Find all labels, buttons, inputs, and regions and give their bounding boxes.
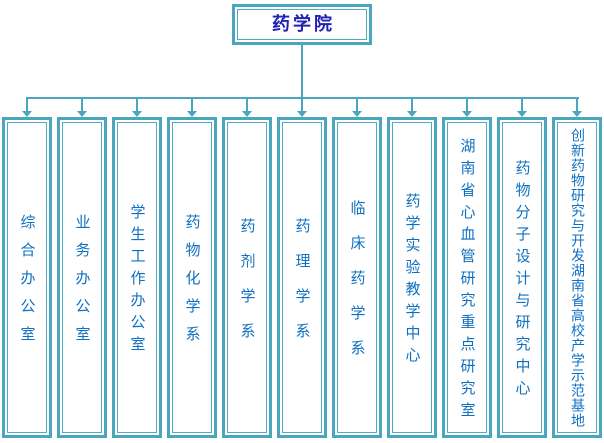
dept-box-inner-frame: 综合办公室 — [7, 122, 47, 433]
dept-label: 药物分子设计与研究中心 — [513, 160, 532, 402]
connector-drop — [576, 99, 578, 112]
connector-drop — [136, 99, 138, 112]
dept-box-inner-frame: 湖南省心血管研究重点研究室 — [447, 122, 487, 433]
dept-box-inner-frame: 药理学系 — [282, 122, 322, 433]
connector-drop — [521, 99, 523, 112]
root-box-inner-frame: 药学院 — [237, 9, 367, 40]
dept-box: 药物化学系 — [167, 117, 217, 438]
dept-box: 药剂学系 — [222, 117, 272, 438]
dept-box-inner-frame: 创新药物研究与开发湖南省高校产学示范基地 — [557, 122, 597, 433]
dept-box-inner-frame: 药物分子设计与研究中心 — [502, 122, 542, 433]
dept-box-inner-frame: 业务办公室 — [62, 122, 102, 433]
dept-box: 综合办公室 — [2, 117, 52, 438]
connector-drop — [411, 99, 413, 112]
dept-box: 临床药学系 — [332, 117, 382, 438]
dept-box: 创新药物研究与开发湖南省高校产学示范基地 — [552, 117, 602, 438]
dept-label: 湖南省心血管研究重点研究室 — [458, 138, 477, 424]
arrow-down-icon — [132, 111, 142, 117]
arrow-down-icon — [297, 111, 307, 117]
connector-drop — [356, 99, 358, 112]
connector-drop — [191, 99, 193, 112]
dept-label: 创新药物研究与开发湖南省高校产学示范基地 — [569, 128, 585, 428]
arrow-down-icon — [407, 111, 417, 117]
dept-label: 药物化学系 — [183, 214, 202, 354]
dept-box: 学生工作办公室 — [112, 117, 162, 438]
dept-box: 药物分子设计与研究中心 — [497, 117, 547, 438]
connector-hline — [26, 97, 579, 99]
arrow-down-icon — [242, 111, 252, 117]
arrow-down-icon — [572, 111, 582, 117]
arrow-down-icon — [187, 111, 197, 117]
dept-box: 药学实验教学中心 — [387, 117, 437, 438]
dept-label: 学生工作办公室 — [128, 204, 147, 358]
arrow-down-icon — [517, 111, 527, 117]
dept-label: 药剂学系 — [238, 217, 257, 358]
dept-box: 湖南省心血管研究重点研究室 — [442, 117, 492, 438]
dept-box-inner-frame: 学生工作办公室 — [117, 122, 157, 433]
arrow-down-icon — [462, 111, 472, 117]
arrow-down-icon — [352, 111, 362, 117]
connector-trunk — [301, 44, 303, 98]
dept-box: 药理学系 — [277, 117, 327, 438]
connector-drop — [26, 99, 28, 112]
root-box: 药学院 — [232, 4, 372, 45]
dept-box-inner-frame: 药物化学系 — [172, 122, 212, 433]
connector-drop — [301, 99, 303, 112]
arrow-down-icon — [22, 111, 32, 117]
dept-label: 业务办公室 — [73, 214, 92, 354]
connector-drop — [81, 99, 83, 112]
dept-label: 临床药学系 — [348, 200, 367, 375]
dept-label: 药理学系 — [293, 217, 312, 358]
dept-box-inner-frame: 药学实验教学中心 — [392, 122, 432, 433]
dept-label: 综合办公室 — [18, 214, 37, 354]
dept-box: 业务办公室 — [57, 117, 107, 438]
page-title: 药学院 — [272, 13, 335, 35]
dept-box-inner-frame: 药剂学系 — [227, 122, 267, 433]
connector-drop — [466, 99, 468, 112]
dept-box-inner-frame: 临床药学系 — [337, 122, 377, 433]
arrow-down-icon — [77, 111, 87, 117]
connector-drop — [246, 99, 248, 112]
dept-label: 药学实验教学中心 — [403, 193, 422, 369]
